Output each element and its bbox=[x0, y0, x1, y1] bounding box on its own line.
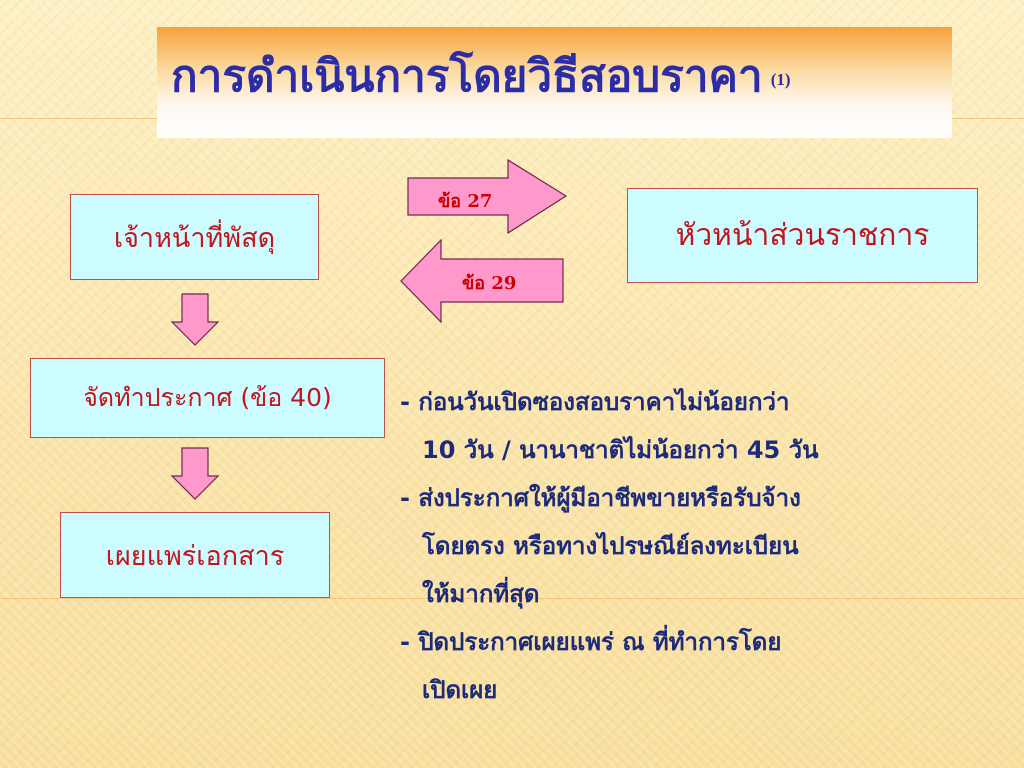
note-line: 10 วัน / นานาชาติไม่น้อยกว่า 45 วัน bbox=[422, 436, 819, 464]
notes-list: - ก่อนวันเปิดซองสอบราคาไม่น้อยกว่า 10 วั… bbox=[400, 378, 960, 714]
announcement-label: จัดทำประกาศ (ข้อ 40) bbox=[83, 383, 332, 412]
note-line: - ปิดประกาศเผยแพร่ ณ ที่ทำการโดย bbox=[400, 628, 782, 656]
publish-documents-box: เผยแพร่เอกสาร bbox=[60, 512, 330, 598]
note-line: - ส่งประกาศให้ผู้มีอาชีพขายหรือรับจ้าง bbox=[400, 484, 801, 512]
agency-head-label: หัวหน้าส่วนราชการ bbox=[675, 218, 930, 253]
supply-officer-box: เจ้าหน้าที่พัสดุ bbox=[70, 194, 319, 280]
clause-29-label: ข้อ 29 bbox=[462, 273, 517, 294]
agency-head-box: หัวหน้าส่วนราชการ bbox=[627, 188, 978, 283]
arrow-right-to-head bbox=[407, 158, 568, 235]
clause-27-label: ข้อ 27 bbox=[438, 191, 493, 212]
publish-documents-label: เผยแพร่เอกสาร bbox=[105, 540, 285, 572]
note-line: เปิดเผย bbox=[422, 676, 498, 704]
title-main: การดำเนินการโดยวิธีสอบราคา bbox=[171, 51, 763, 102]
note-line: - ก่อนวันเปิดซองสอบราคาไม่น้อยกว่า bbox=[400, 388, 790, 416]
note-line: โดยตรง หรือทางไปรษณีย์ลงทะเบียน bbox=[422, 532, 799, 560]
page-title: การดำเนินการโดยวิธีสอบราคา(1) bbox=[171, 55, 791, 99]
title-suffix: (1) bbox=[770, 70, 791, 89]
arrow-down-1 bbox=[170, 293, 220, 346]
title-bar: การดำเนินการโดยวิธีสอบราคา (1) bbox=[157, 27, 952, 138]
arrow-left-to-officer bbox=[400, 238, 564, 324]
announcement-box: จัดทำประกาศ (ข้อ 40) bbox=[30, 358, 385, 438]
arrow-down-2 bbox=[170, 447, 220, 500]
note-line: ให้มากที่สุด bbox=[422, 580, 540, 608]
background-rule bbox=[0, 598, 1024, 599]
supply-officer-label: เจ้าหน้าที่พัสดุ bbox=[113, 222, 276, 254]
